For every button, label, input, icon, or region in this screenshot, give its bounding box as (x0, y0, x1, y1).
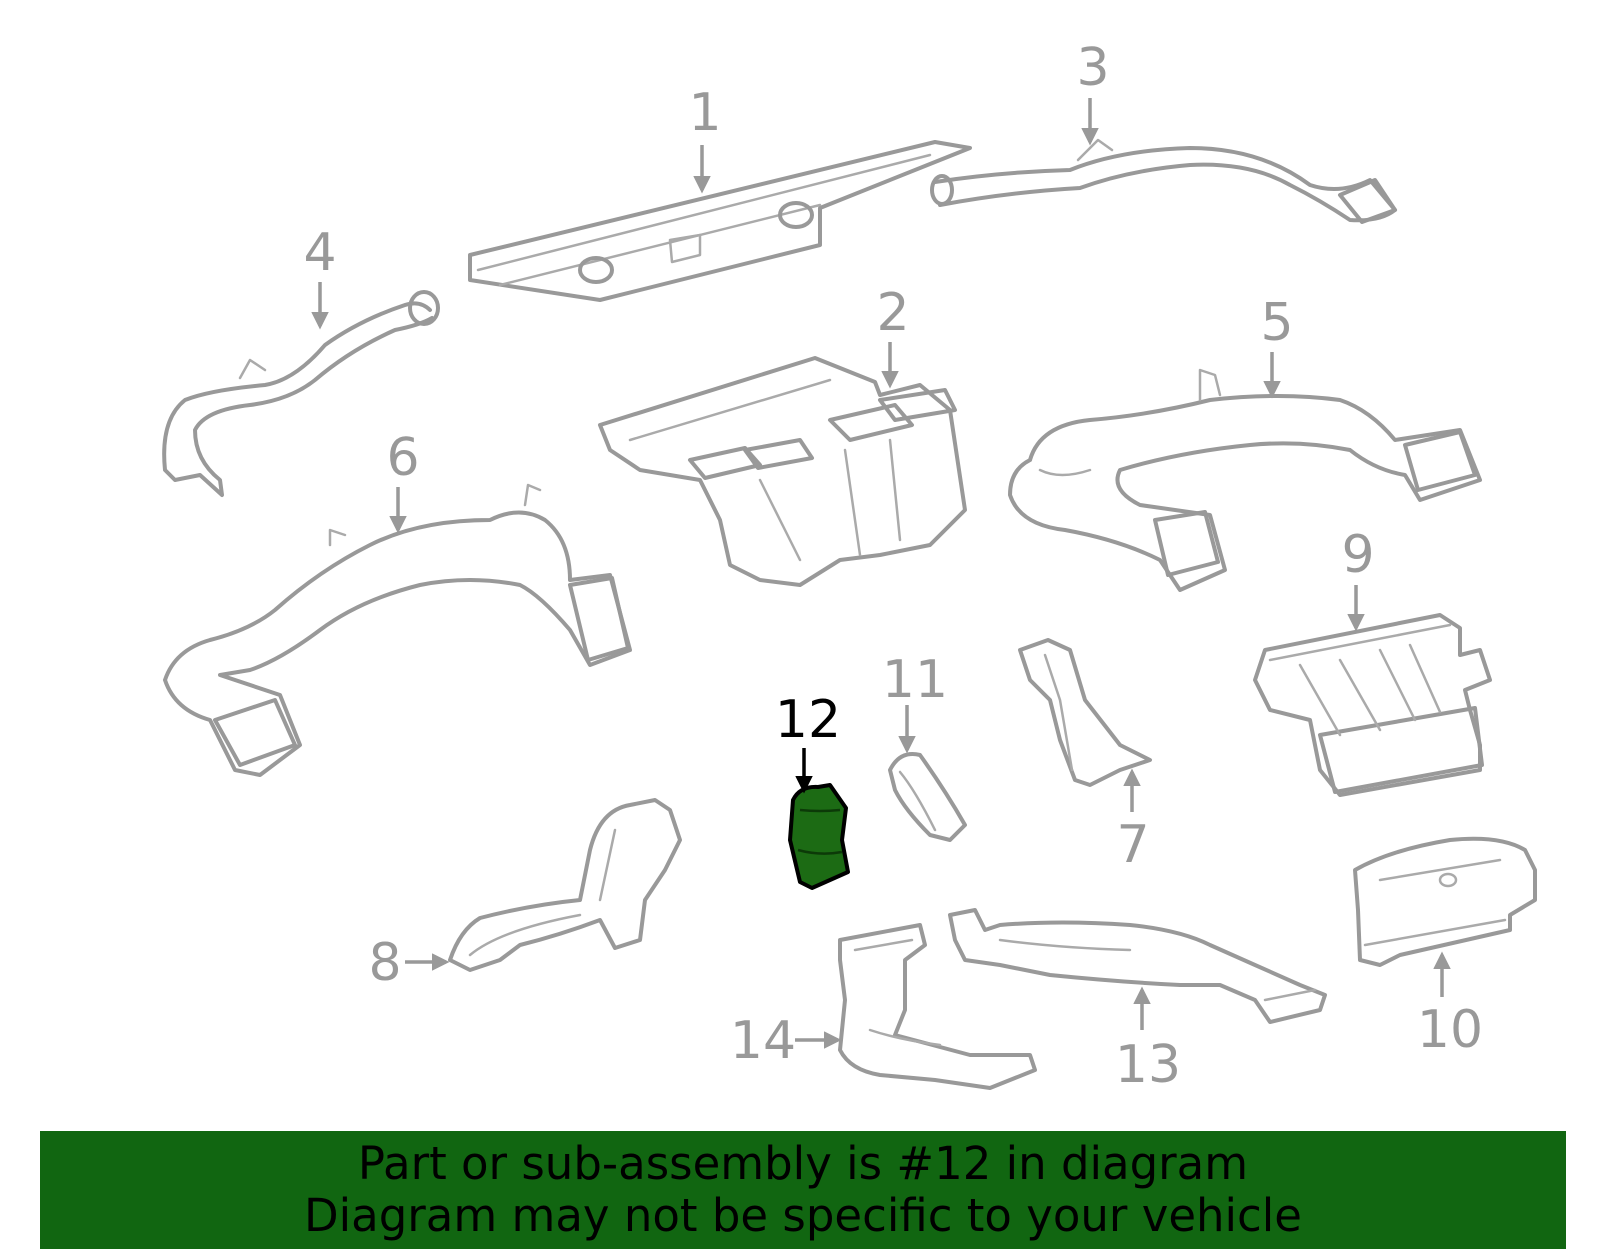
part-6 (163, 483, 632, 777)
callout-3: 3 (1076, 38, 1109, 98)
part-1 (468, 140, 972, 302)
callout-5: 5 (1260, 293, 1293, 353)
part-14 (838, 923, 1037, 1090)
callout-12: 12 (775, 690, 841, 750)
banner-line-1: Part or sub-assembly is #12 in diagram (357, 1137, 1249, 1190)
callout-13: 13 (1115, 1035, 1181, 1095)
leader-arrows (311, 98, 1451, 1049)
part-7 (1018, 638, 1152, 787)
callout-8: 8 (368, 933, 401, 993)
part-11 (888, 752, 967, 842)
callout-10: 10 (1417, 1000, 1483, 1060)
callout-2: 2 (876, 283, 909, 343)
part-10 (1353, 836, 1537, 967)
parts-diagram: 1 2 3 4 5 6 7 8 9 10 11 12 13 14 (162, 38, 1537, 1095)
callout-11: 11 (882, 650, 948, 710)
callout-14: 14 (730, 1011, 796, 1071)
part-2 (598, 356, 967, 587)
part-12-highlighted (788, 783, 850, 890)
callout-9: 9 (1341, 525, 1374, 585)
part-9 (1253, 613, 1492, 797)
part-8 (448, 798, 682, 972)
callout-7: 7 (1116, 815, 1149, 875)
callout-1: 1 (688, 83, 721, 143)
callout-6: 6 (386, 428, 419, 488)
callout-4: 4 (303, 223, 336, 283)
banner-line-2: Diagram may not be specific to your vehi… (304, 1189, 1302, 1242)
part-3 (930, 138, 1397, 224)
part-13 (948, 908, 1327, 1024)
part-5 (1008, 368, 1482, 592)
info-banner: Part or sub-assembly is #12 in diagram D… (40, 1131, 1566, 1249)
part-4 (162, 290, 440, 497)
